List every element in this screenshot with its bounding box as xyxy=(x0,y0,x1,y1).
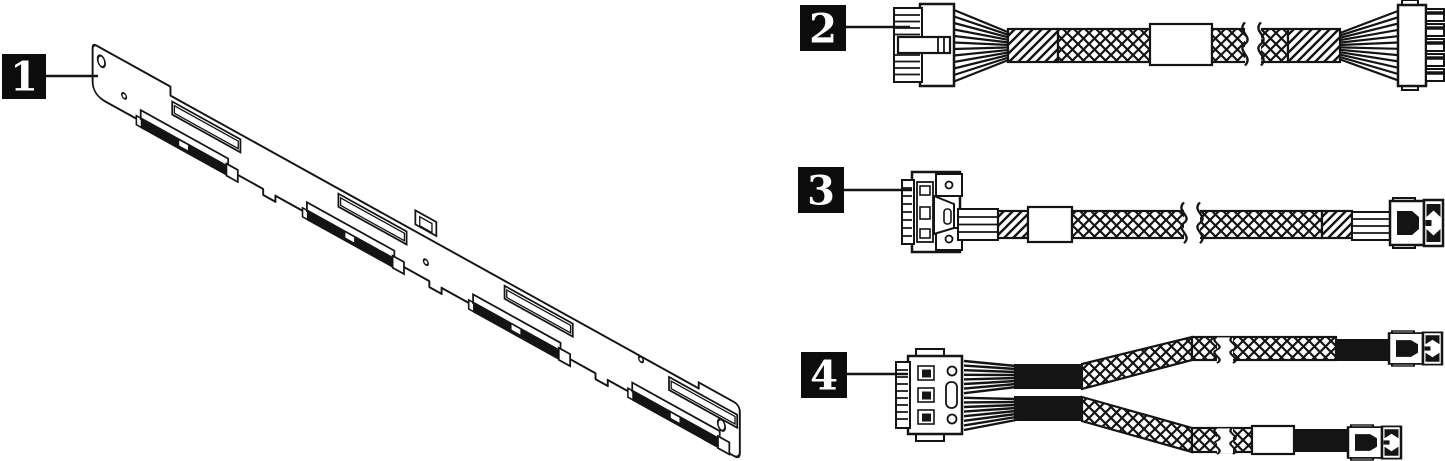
signal-connector-screw-bottom xyxy=(944,234,954,244)
backplane-hole-small-1 xyxy=(121,92,128,100)
signal-cable-ribbon-left xyxy=(957,208,999,241)
y-cable-bottom-label-band xyxy=(1250,424,1296,456)
backplane-drawing xyxy=(91,43,741,459)
y-cable-bottom-branch xyxy=(1080,395,1403,461)
signal-cable-heatshrink-left xyxy=(996,209,1030,240)
y-cable-left-connector xyxy=(895,348,964,442)
signal-cable-break-mark xyxy=(1180,201,1204,245)
backplane-hole-left xyxy=(96,54,106,69)
backplane-hole-small-3 xyxy=(637,355,645,364)
callout-3-number: 3 xyxy=(807,168,835,215)
callout-2: 2 xyxy=(800,5,910,53)
y-cable-top-branch xyxy=(1080,329,1444,391)
power-connector-latch xyxy=(896,35,952,55)
y-cable-bottom-boot xyxy=(1294,429,1350,452)
y-cable-bottom-break-mark xyxy=(1213,426,1237,456)
power-cable-wire-fan-right xyxy=(1339,9,1399,82)
y-cable-top-break-mark xyxy=(1213,335,1237,365)
backplane-hole-right xyxy=(716,418,727,432)
y-cable-top-boot xyxy=(1336,339,1392,361)
power-cable-left-connector xyxy=(893,2,956,88)
y-cable-wire-fan xyxy=(963,359,1017,432)
signal-cable-ribbon-right xyxy=(1351,211,1391,241)
y-connector-screw-bottom xyxy=(946,413,958,425)
callout-3-badge xyxy=(798,167,844,213)
callout-4-number: 4 xyxy=(810,353,838,400)
power-cable-right-connector xyxy=(1396,0,1445,91)
callout-1: 1 xyxy=(2,54,98,101)
callout-2-number: 2 xyxy=(809,6,837,53)
callout-3: 3 xyxy=(798,167,912,215)
power-cable-drawing xyxy=(893,0,1445,91)
backplane-hole-small-2 xyxy=(422,258,429,267)
power-cable-heatshrink-left xyxy=(1006,27,1060,64)
backplane-top-connector-inner xyxy=(419,215,433,234)
callout-4-badge xyxy=(801,352,847,398)
power-cable-braid-1 xyxy=(1056,27,1154,64)
signal-cable-right-connector xyxy=(1388,196,1445,250)
backplane-board-outline xyxy=(91,43,741,459)
power-cable-heatshrink-right xyxy=(1286,27,1342,64)
callout-2-badge xyxy=(800,5,846,51)
signal-connector-screw-top xyxy=(944,180,954,190)
signal-cable-label-band xyxy=(1026,205,1074,244)
callout-4: 4 xyxy=(801,352,908,400)
y-cable-top-connector xyxy=(1387,329,1444,368)
power-cable-label-band xyxy=(1148,22,1214,67)
signal-cable-drawing xyxy=(901,170,1445,254)
power-cable-break-mark xyxy=(1241,21,1265,67)
y-cable-bottom-connector xyxy=(1346,423,1403,461)
y-connector-screw-top xyxy=(946,365,958,377)
y-cable-bundle-bottom xyxy=(1014,396,1082,421)
y-cable-drawing xyxy=(895,329,1444,461)
y-cable-bundle-top xyxy=(1014,364,1082,389)
signal-cable-heatshrink-right xyxy=(1320,209,1354,240)
callout-1-number: 1 xyxy=(10,54,38,101)
callout-1-badge xyxy=(2,54,46,99)
power-cable-wire-fan-left xyxy=(953,8,1011,83)
signal-cable-left-connector xyxy=(901,170,963,254)
